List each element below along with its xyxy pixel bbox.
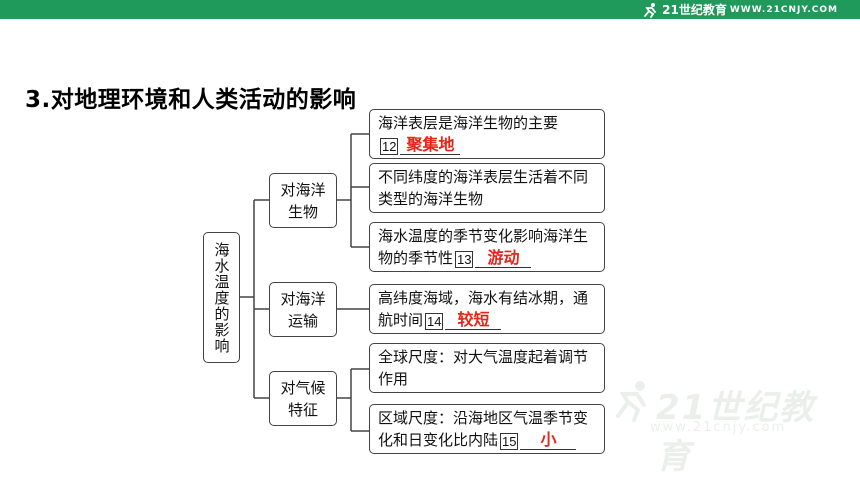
site-logo[interactable]: 21世纪教育 WWW.21CNJY.COM bbox=[641, 1, 838, 18]
category-label-line: 对海洋 bbox=[280, 289, 326, 308]
leaf-node: 不同纬度的海洋表层生活着不同类型的海洋生物 bbox=[369, 163, 605, 213]
answer-blank: 较短 bbox=[445, 310, 502, 330]
leaf-text: 高纬度海域，海水有结冰期，通航时间 bbox=[378, 289, 589, 329]
category-label-line: 对气候 bbox=[280, 378, 326, 397]
blank-number: 13 bbox=[455, 250, 474, 268]
watermark-text: 21世纪教育 bbox=[656, 388, 816, 477]
leaf-node: 全球尺度：对大气温度起着调节作用 bbox=[369, 343, 605, 393]
blank-number: 12 bbox=[380, 137, 399, 155]
watermark: 21世纪教育 www.21cnjy.com bbox=[610, 372, 850, 477]
category-label-line: 特征 bbox=[287, 400, 318, 419]
category-marine-transport: 对海洋 运输 bbox=[269, 282, 337, 337]
answer-blank: 小 bbox=[520, 430, 577, 450]
leaf-text: 全球尺度：对大气温度起着调节作用 bbox=[378, 348, 589, 388]
leaf-text: 海洋表层是海洋生物的主要 bbox=[378, 114, 559, 132]
watermark-url: www.21cnjy.com bbox=[650, 420, 787, 435]
answer-blank: 游动 bbox=[475, 248, 532, 268]
watermark-runner-icon bbox=[616, 381, 646, 422]
leaf-text: 不同纬度的海洋表层生活着不同类型的海洋生物 bbox=[378, 168, 589, 208]
answer-blank: 聚集地 bbox=[400, 135, 461, 155]
root-node: 海水温度的影响 bbox=[203, 232, 240, 363]
running-figure-icon bbox=[644, 2, 657, 18]
category-climate: 对气候 特征 bbox=[269, 371, 337, 426]
category-marine-life: 对海洋 生物 bbox=[269, 173, 337, 228]
logo-text: 21世纪教育 bbox=[662, 3, 727, 17]
leaf-text: 区域尺度：沿海地区气温季节变化和日变化比内陆 bbox=[378, 409, 589, 449]
blank-number: 15 bbox=[500, 432, 519, 450]
category-label-line: 生物 bbox=[287, 202, 318, 221]
category-label-line: 运输 bbox=[287, 311, 318, 330]
section-title: 3.对地理环境和人类活动的影响 bbox=[25, 87, 357, 113]
leaf-text: 海水温度的季节变化影响海洋生物的季节性 bbox=[378, 227, 589, 267]
category-label-line: 对海洋 bbox=[280, 180, 326, 199]
blank-number: 14 bbox=[425, 312, 444, 330]
header-bar: 21世纪教育 WWW.21CNJY.COM bbox=[0, 0, 860, 19]
logo-subtext: WWW.21CNJY.COM bbox=[729, 4, 838, 15]
